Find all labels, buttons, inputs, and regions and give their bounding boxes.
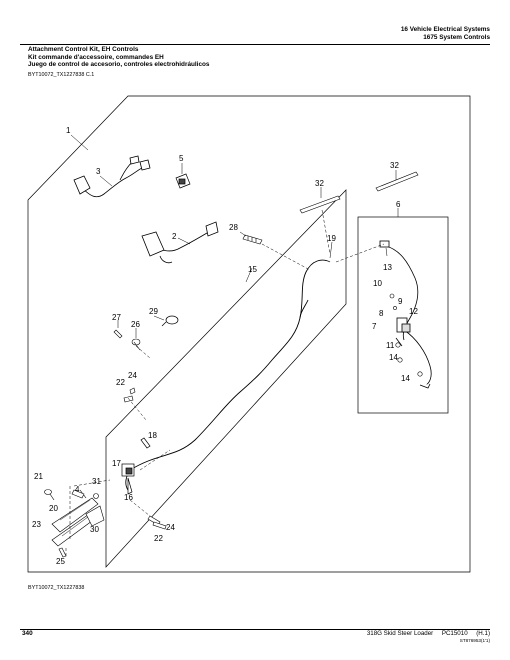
- part-30: [85, 505, 105, 527]
- callout-16: 16: [124, 493, 133, 502]
- cable-tie-32b: [375, 171, 419, 192]
- title-french: Kit commande d'accessoire, commandes EH: [28, 53, 164, 61]
- callout-14a: 14: [389, 353, 398, 362]
- part-24b: [152, 521, 167, 530]
- callout-26: 26: [131, 320, 140, 329]
- part-27: [113, 329, 123, 339]
- part-25: [58, 547, 67, 558]
- part-24a: [129, 387, 136, 395]
- figure-id-bottom: BYT10072_TX1227838: [28, 585, 85, 591]
- callout-12: 12: [409, 307, 418, 316]
- callout-7: 7: [372, 322, 377, 331]
- footer-rule: [20, 629, 490, 630]
- callout-19: 19: [327, 234, 336, 243]
- callout-29: 29: [149, 307, 158, 316]
- part-20: [51, 497, 99, 533]
- callout-18: 18: [148, 431, 157, 440]
- title-english: Attachment Control Kit, EH Controls: [28, 46, 139, 53]
- callout-14b: 14: [401, 374, 410, 383]
- callout-21: 21: [34, 472, 43, 481]
- footer-model: 318G Skid Steer Loader: [366, 630, 434, 637]
- callout-11: 11: [386, 341, 395, 350]
- callout-25: 25: [56, 557, 65, 566]
- callout-15: 15: [248, 265, 257, 274]
- part-29: [165, 315, 179, 325]
- callout-30: 30: [90, 525, 99, 534]
- part-16: [127, 477, 133, 495]
- harness-panel: [105, 189, 347, 568]
- harness-main: [129, 259, 331, 471]
- callout-20: 20: [49, 504, 58, 513]
- callout-32b: 32: [390, 161, 399, 170]
- header-rule: [20, 44, 490, 45]
- callout-10: 10: [373, 279, 382, 288]
- callout-22b: 22: [154, 534, 163, 543]
- callout-17: 17: [112, 459, 121, 468]
- footer-code: ST876953(1'1): [459, 638, 490, 643]
- footer-rev: (H.1): [476, 630, 490, 637]
- callout-13: 13: [383, 263, 392, 272]
- harness-3: [79, 165, 147, 198]
- callout-24b: 24: [166, 523, 175, 532]
- callout-2: 2: [172, 232, 177, 241]
- callout-8: 8: [379, 309, 384, 318]
- callout-23: 23: [32, 520, 41, 529]
- callout-6: 6: [396, 200, 401, 209]
- footer-pc: PC15010: [441, 630, 468, 637]
- callout-5: 5: [179, 154, 184, 163]
- callout-3: 3: [96, 167, 101, 176]
- callout-27: 27: [112, 313, 121, 322]
- footer-info: 318G Skid Steer Loader PC15010 (H.1): [367, 630, 490, 637]
- callout-28: 28: [229, 223, 238, 232]
- section-title: 16 Vehicle Electrical Systems: [400, 26, 490, 33]
- title-spanish: Juego de control de accesorio, controles…: [28, 61, 210, 68]
- callout-9: 9: [398, 297, 403, 306]
- part-28: [242, 234, 263, 245]
- detail-box: [357, 216, 449, 414]
- page-number: 340: [22, 630, 33, 637]
- cable-tie-32a: [299, 195, 341, 214]
- part-4: [71, 489, 85, 499]
- callout-4: 4: [75, 485, 80, 494]
- callout-24a: 24: [128, 371, 137, 380]
- figure-id-top: BYT10072_TX1227838 C.1: [28, 72, 95, 78]
- callout-32a: 32: [315, 179, 324, 188]
- callout-22a: 22: [116, 378, 125, 387]
- part-21: [44, 489, 52, 495]
- kit-frame: [27, 95, 471, 573]
- callout-31: 31: [92, 477, 101, 486]
- part-31: [93, 493, 99, 499]
- callout-1: 1: [66, 126, 71, 135]
- group-title: 1675 System Controls: [423, 34, 490, 41]
- part-26: [131, 338, 141, 346]
- part-18: [140, 437, 151, 449]
